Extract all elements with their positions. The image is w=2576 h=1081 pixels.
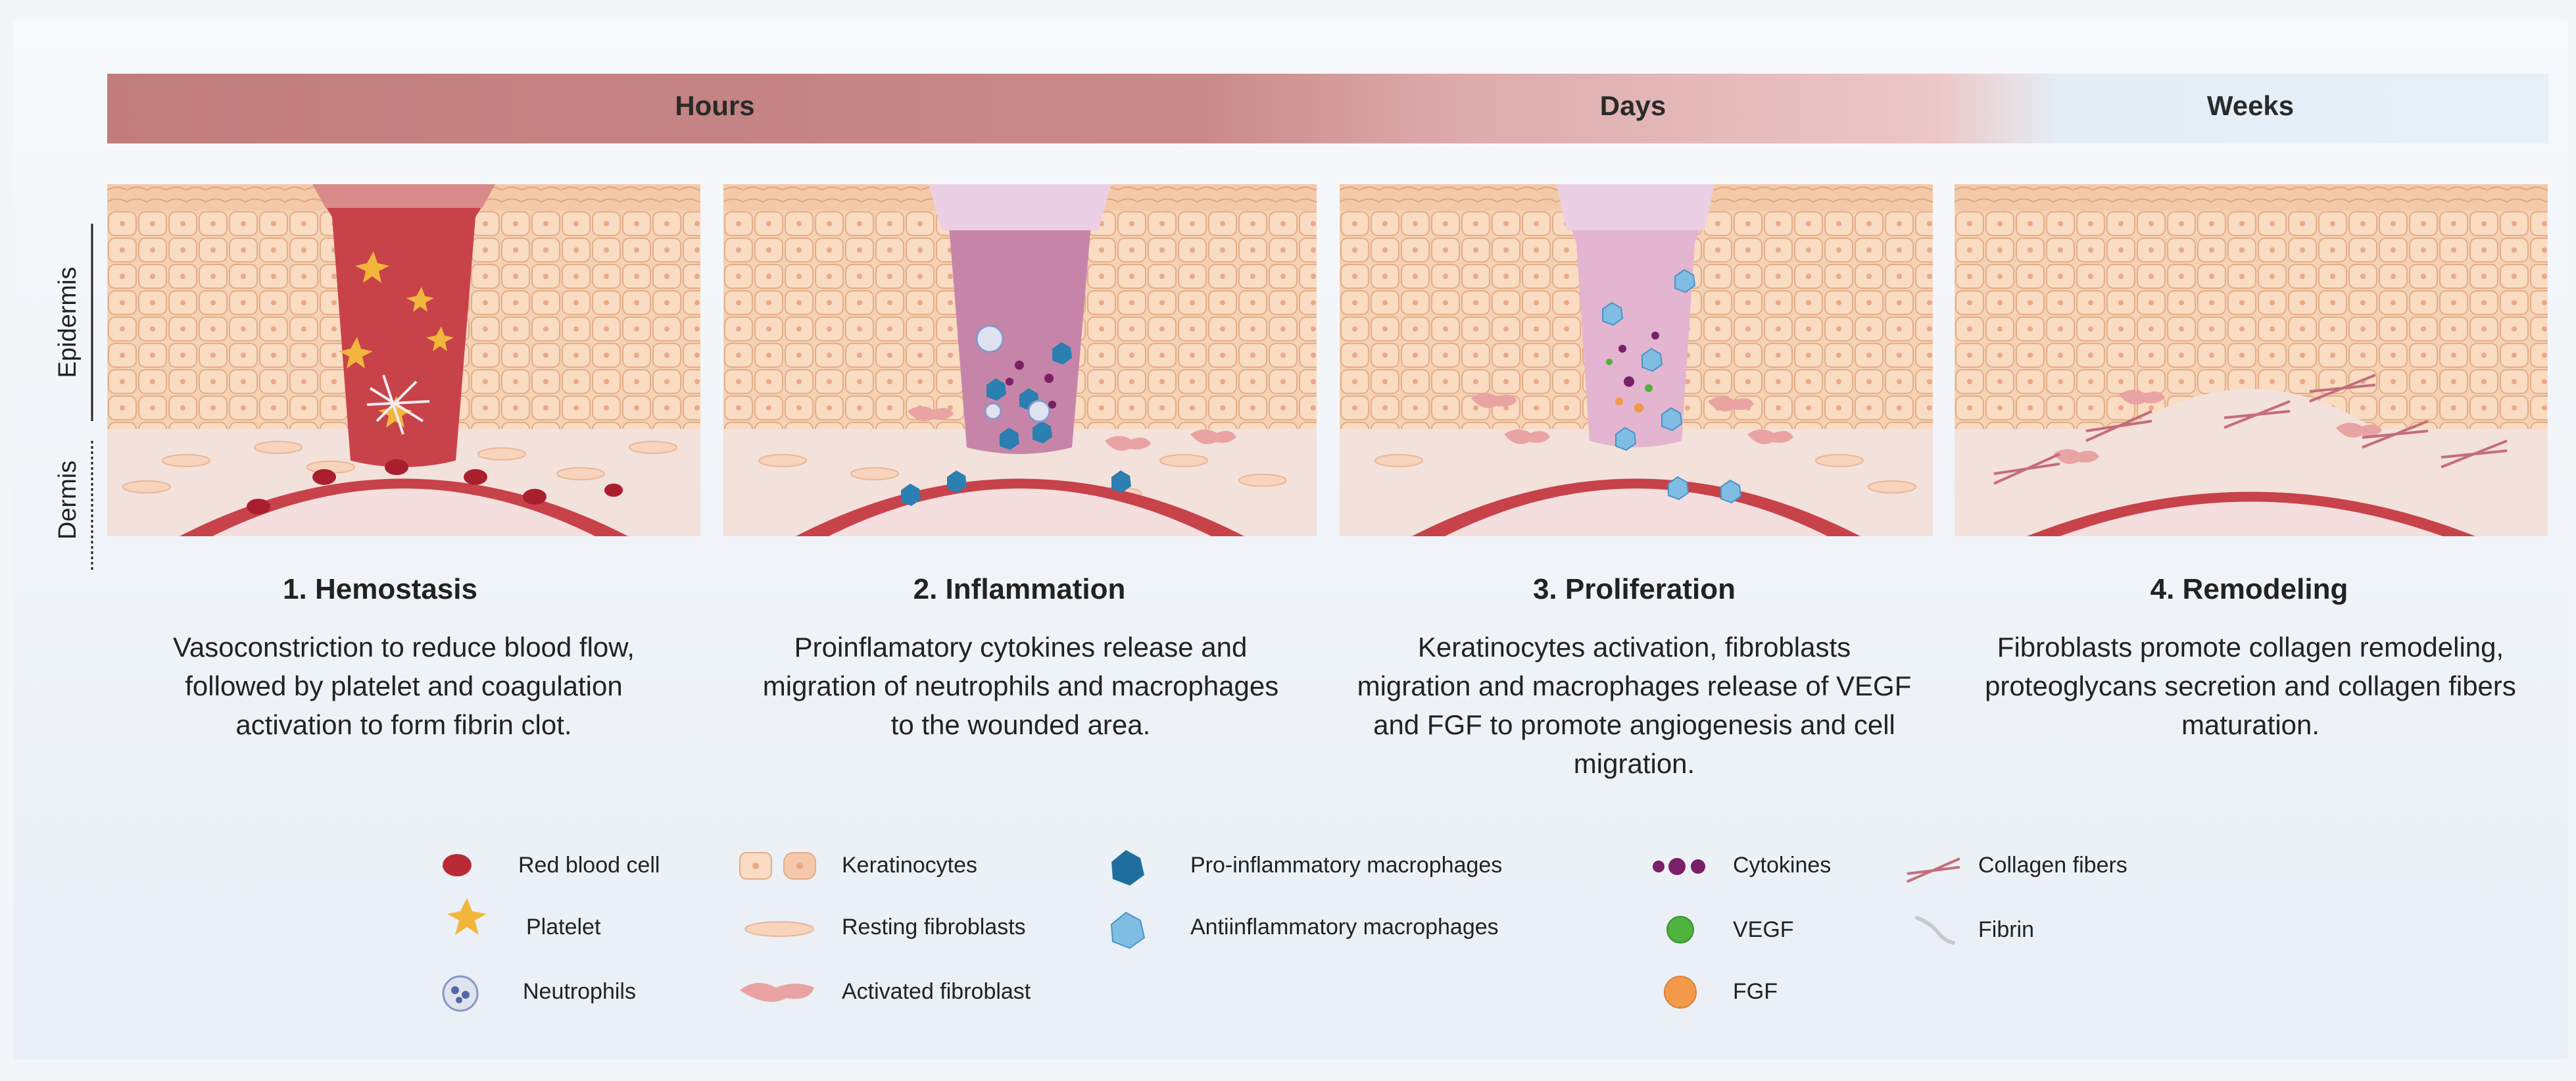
svg-text:Antiinflammatory macrophages: Antiinflammatory macrophages	[1190, 915, 1499, 940]
stage-2-desc-line-2: migration of neutrophils and macrophages	[763, 670, 1278, 701]
legend-item-resting-fibroblasts: Resting fibroblasts	[744, 915, 1026, 940]
platelet-icon	[447, 898, 487, 935]
stage-captions: 1. Hemostasis Vasoconstriction to reduce…	[173, 573, 2516, 779]
svg-text:Platelet: Platelet	[526, 915, 601, 940]
stage-1-desc-line-2: followed by platelet and coagulation	[185, 670, 622, 701]
svg-text:Fibrin: Fibrin	[1978, 917, 2034, 942]
legend-item-antiinflammatory-macrophages: Antiinflammatory macrophages	[1110, 911, 1499, 949]
anti-inflammatory-macrophage-icon	[1110, 911, 1146, 949]
svg-text:VEGF: VEGF	[1733, 917, 1794, 942]
svg-text:FGF: FGF	[1733, 979, 1778, 1004]
stage-2-title: 2. Inflammation	[913, 573, 1126, 605]
fibrin-icon	[1915, 916, 1955, 945]
legend-item-pro-inflammatory-macrophages: Pro-inflammatory macrophages	[1111, 850, 1502, 886]
legend-item-collagen-fibers: Collagen fibers	[1907, 853, 2127, 883]
stage-1-desc-line-1: Vasoconstriction to reduce blood flow,	[173, 632, 635, 663]
neutrophil-icon	[442, 975, 479, 1012]
timeline-days: Days	[1600, 90, 1666, 121]
timeline-weeks: Weeks	[2207, 90, 2294, 121]
stage-2-desc-line-3: to the wounded area.	[891, 709, 1151, 740]
legend-item-fibrin: Fibrin	[1915, 916, 2034, 945]
figure-background	[13, 20, 2568, 1059]
stage-4-title: 4. Remodeling	[2151, 573, 2348, 605]
collagen-fibers-icon	[1907, 857, 1960, 883]
svg-text:Cytokines: Cytokines	[1733, 853, 1831, 878]
keratinocyte-icon	[739, 852, 816, 880]
svg-text:Pro-inflammatory macrophages: Pro-inflammatory macrophages	[1190, 853, 1502, 878]
activated-fibroblast-icon	[740, 982, 814, 1002]
svg-text:Keratinocytes: Keratinocytes	[842, 853, 977, 878]
svg-text:Neutrophils: Neutrophils	[523, 979, 636, 1004]
stage-3-desc-line-3: and FGF to promote angiogenesis and cell	[1373, 709, 1895, 740]
svg-text:Resting fibroblasts: Resting fibroblasts	[842, 915, 1026, 940]
legend-item-fgf: FGF	[1664, 976, 1778, 1009]
stage-3-desc-line-4: migration.	[1574, 748, 1695, 779]
vegf-icon	[1666, 916, 1694, 943]
timeline-hours: Hours	[675, 90, 754, 121]
panel-proliferation	[1340, 184, 1933, 536]
timeline-bar: Hours Days Weeks	[107, 74, 2548, 143]
svg-text:Activated fibroblast: Activated fibroblast	[842, 979, 1031, 1004]
stage-3-title: 3. Proliferation	[1533, 573, 1736, 605]
legend-item-neutrophils: Neutrophils	[442, 975, 636, 1012]
legend-item-vegf: VEGF	[1666, 916, 1794, 943]
panel-inflammation	[723, 184, 1317, 536]
stage-4-desc-line-2: proteoglycans secretion and collagen fib…	[1985, 670, 2516, 701]
stage-1-desc-line-3: activation to form fibrin clot.	[235, 709, 571, 740]
panel-remodeling	[1955, 184, 2548, 536]
legend-item-keratinocytes: Keratinocytes	[739, 852, 977, 880]
stage-4-desc-line-3: maturation.	[2181, 709, 2320, 740]
dermis-label: Dermis	[54, 461, 82, 540]
pro-inflammatory-macrophage-icon	[1111, 850, 1144, 886]
red-blood-cell-icon	[443, 854, 472, 876]
resting-fibroblast-icon	[744, 921, 814, 937]
epidermis-label: Epidermis	[54, 267, 82, 378]
legend-item-cytokines: Cytokines	[1653, 853, 1831, 878]
legend-item-red-blood-cell: Red blood cell	[443, 853, 660, 878]
fgf-icon	[1664, 976, 1697, 1009]
stage-1-title: 1. Hemostasis	[283, 573, 477, 605]
stage-4-desc-line-1: Fibroblasts promote collagen remodeling,	[1997, 632, 2504, 663]
side-labels: Epidermis Dermis	[54, 224, 93, 572]
stage-3-desc-line-2: migration and macrophages release of VEG…	[1357, 670, 1912, 701]
panel-hemostasis	[107, 184, 700, 536]
legend-item-activated-fibroblast: Activated fibroblast	[740, 979, 1031, 1004]
stage-2-desc-line-1: Proinflamatory cytokines release and	[794, 632, 1248, 663]
svg-text:Red blood cell: Red blood cell	[518, 853, 660, 878]
stage-3-desc-line-1: Keratinocytes activation, fibroblasts	[1418, 632, 1851, 663]
legend-item-platelet: Platelet	[447, 898, 601, 940]
cytokines-icon	[1653, 858, 1705, 875]
svg-text:Collagen fibers: Collagen fibers	[1978, 853, 2127, 878]
legend: Red blood cell Platelet Neutrophils Kera…	[442, 850, 2127, 1012]
